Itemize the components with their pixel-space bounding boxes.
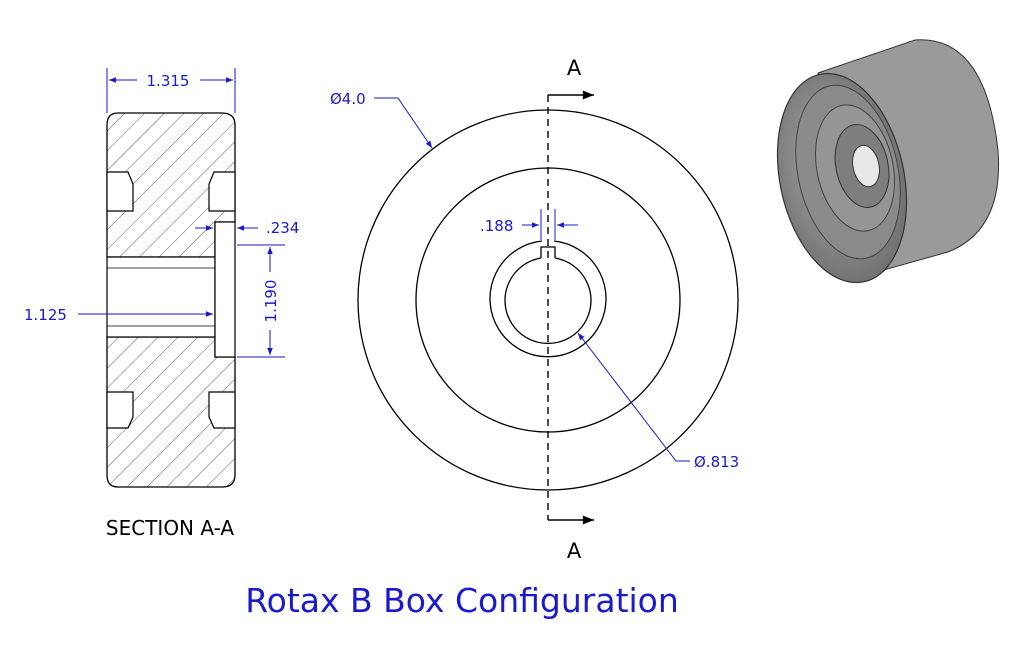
cutting-plane-label-bottom: A: [567, 539, 582, 563]
step-width-dimension: .234: [266, 219, 299, 237]
section-groove-bottom-left: [106, 391, 134, 429]
outer-dia-leader: [374, 97, 433, 149]
section-groove-top-right: [208, 171, 236, 212]
bore-dia-dimension: Ø.813: [694, 453, 739, 471]
wheel-bore: [852, 144, 880, 188]
outer-dia-dimension: Ø4.0: [330, 90, 366, 108]
section-counterbore: [214, 221, 236, 358]
bore-dimension: 1.125: [24, 306, 67, 324]
width-dimension: 1.315: [147, 72, 190, 90]
section-label: SECTION A-A: [106, 516, 234, 540]
keyway-dimension: .188: [480, 217, 513, 235]
section-view: 1.315 1.125 .234 1.190 SECTION A-A: [24, 68, 299, 540]
isometric-view: [776, 39, 1000, 284]
front-view: A A Ø4.0 .188 Ø.813: [330, 56, 739, 563]
drawing-title: Rotax B Box Configuration: [245, 581, 679, 620]
section-groove-bottom-right: [208, 391, 236, 429]
section-groove-top-left: [106, 171, 134, 212]
step-height-dimension: 1.190: [262, 280, 280, 323]
keyway: [540, 246, 556, 258]
cutting-plane-label-top: A: [567, 56, 582, 80]
bore-circle: [504, 257, 592, 344]
hub-circle: [489, 240, 607, 358]
section-bore: [106, 256, 216, 338]
bore-dia-leader: [577, 332, 690, 462]
